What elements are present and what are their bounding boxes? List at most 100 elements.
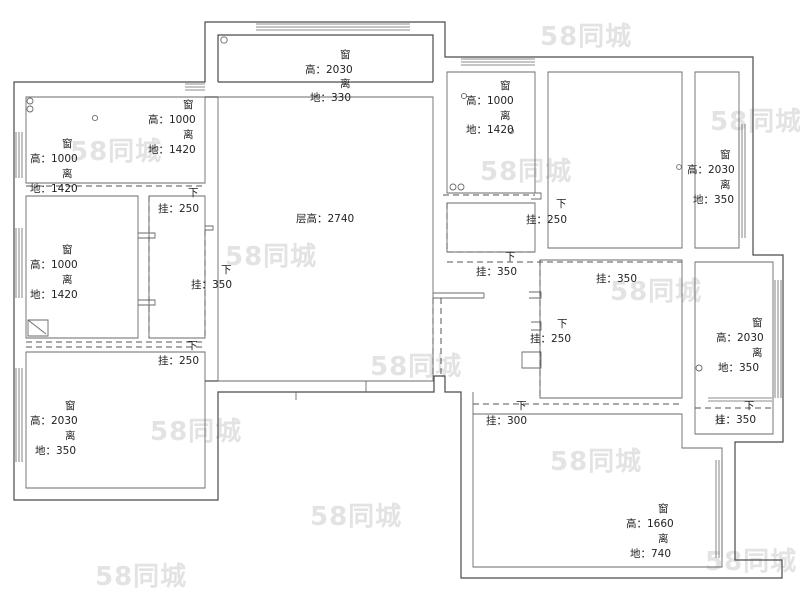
window-label-sw: 窗 高：2030 离 地：350 <box>30 399 78 457</box>
window-label-line: 高：1000 <box>466 94 514 107</box>
watermark: 58同城 <box>550 447 642 477</box>
beam-label-e: 下 挂：350 <box>476 251 517 278</box>
window-label-line: 离 <box>500 109 511 122</box>
beam-label-c: 下 挂：250 <box>158 340 199 367</box>
window-label-ne: 窗 高：2030 离 地：350 <box>687 148 735 206</box>
window-label-line: 地：1420 <box>30 182 78 195</box>
room-living <box>217 96 434 382</box>
window-label-line: 离 <box>65 429 76 442</box>
window-label-line: 高：1000 <box>148 113 196 126</box>
window-label-nw-room: 窗 高：1000 离 地：1420 <box>148 98 196 156</box>
door-jamb <box>531 321 542 331</box>
watermark: 58同城 <box>70 137 162 167</box>
beam-label-line: 下 <box>187 340 198 352</box>
window-label-line: 地：350 <box>718 361 759 374</box>
beam-label-g: 下 挂：250 <box>530 318 571 345</box>
beam-label-i: 下 挂：350 <box>715 400 756 426</box>
watermark: 58同城 <box>370 352 462 382</box>
beam-label-line: 挂：350 <box>596 272 637 285</box>
room-w-middle <box>25 195 139 339</box>
beam-label-d: 下 挂：250 <box>526 198 567 226</box>
fixture-circle <box>449 183 457 191</box>
beam-label-h: 下 挂：300 <box>486 400 527 427</box>
door-jamb <box>529 291 542 299</box>
beam-label-line: 下 <box>188 187 199 199</box>
watermark: 58同城 <box>225 242 317 272</box>
window-label-line: 地：1420 <box>148 143 196 156</box>
room-ne <box>547 71 683 249</box>
beam-label-line: 挂：250 <box>158 202 199 215</box>
beam-label-line: 下 <box>557 318 568 330</box>
window-label-line: 地：1420 <box>30 288 78 301</box>
fixture-circle <box>26 105 34 113</box>
room-nw-bedroom <box>25 96 206 184</box>
door-jamb <box>205 225 214 231</box>
beam-label-line: 挂：300 <box>486 414 527 427</box>
window-label-s: 窗 高：1660 离 地：740 <box>626 502 674 560</box>
window-label-line: 窗 <box>752 316 763 329</box>
beam-label-line: 下 <box>744 400 755 412</box>
beam-label-line: 下 <box>516 400 527 412</box>
watermark-group: 58同城 58同城 58同城 58同城 58同城 58同城 58同城 58同城 … <box>70 22 800 590</box>
beam-label-line: 挂：350 <box>476 265 517 278</box>
window-label-line: 离 <box>340 77 351 90</box>
fixture-circle <box>507 127 515 135</box>
corner-fixture <box>27 319 49 337</box>
window-label-line: 离 <box>658 532 669 545</box>
window-label-line: 离 <box>62 273 73 286</box>
beam-label-line: 挂：250 <box>530 332 571 345</box>
window-label-line: 窗 <box>500 79 511 92</box>
window-label-line: 窗 <box>340 48 351 61</box>
beam-label-b: 下 挂：350 <box>191 264 232 291</box>
window-label-west-mid: 窗 高：1000 离 地：1420 <box>30 243 78 301</box>
window-label-line: 离 <box>62 167 73 180</box>
window-label-line: 地：1420 <box>466 123 514 136</box>
window-label-line: 地：330 <box>310 91 351 104</box>
watermark: 58同城 <box>150 417 242 447</box>
window-label-line: 高：2030 <box>30 414 78 427</box>
beam-label-line: 挂：350 <box>715 413 756 426</box>
window-label-line: 窗 <box>658 502 669 515</box>
room-e-side <box>694 261 774 435</box>
room-ne-narrow <box>694 71 740 249</box>
window-label-west-upper: 窗 高：1000 离 地：1420 <box>30 137 78 195</box>
corridor-west <box>148 195 206 339</box>
outer-wall-outline <box>13 21 784 579</box>
window-label-line: 高：1000 <box>30 258 78 271</box>
watermark: 58同城 <box>540 22 632 52</box>
corridor-east <box>446 202 536 253</box>
watermark: 58同城 <box>310 502 402 532</box>
room-se-large <box>472 413 723 568</box>
window-label-line: 离 <box>720 178 731 191</box>
outer-walls <box>13 21 784 579</box>
fixture-circle <box>220 36 228 44</box>
window-label-line: 高：2030 <box>687 163 735 176</box>
fixture-circle <box>695 364 703 372</box>
room-sw-bedroom <box>25 351 206 489</box>
window-label-line: 窗 <box>720 148 731 161</box>
watermark: 58同城 <box>95 562 187 590</box>
window-label-line: 高：2030 <box>305 63 353 76</box>
window-label-line: 高：1660 <box>626 517 674 530</box>
window-label-line: 窗 <box>62 243 73 256</box>
window-label-top: 窗 高：2030 离 地：330 <box>305 48 353 104</box>
watermark: 58同城 <box>610 277 702 307</box>
beam-label-a: 下 挂：250 <box>158 187 199 215</box>
beam-label-line: 下 <box>221 264 232 276</box>
door-jamb <box>521 351 542 369</box>
ceiling-height-label: 层高：2740 <box>296 212 354 225</box>
beam-label-line: 挂：350 <box>191 278 232 291</box>
fixture-circle <box>716 417 724 425</box>
beam-label-f: 挂：350 <box>596 272 637 285</box>
fixture-circle <box>91 114 99 122</box>
window-label-e: 窗 高：2030 离 地：350 <box>716 316 764 374</box>
beam-lines <box>26 185 773 409</box>
door-jamb <box>138 232 156 239</box>
watermark: 58同城 <box>705 547 797 577</box>
window-label-line: 地：740 <box>630 547 671 560</box>
door-jamb <box>531 192 542 200</box>
fixture-circle <box>457 183 465 191</box>
window-label-kitchen: 窗 高：1000 离 地：1420 <box>466 79 514 136</box>
beam-label-line: 下 <box>505 251 516 263</box>
